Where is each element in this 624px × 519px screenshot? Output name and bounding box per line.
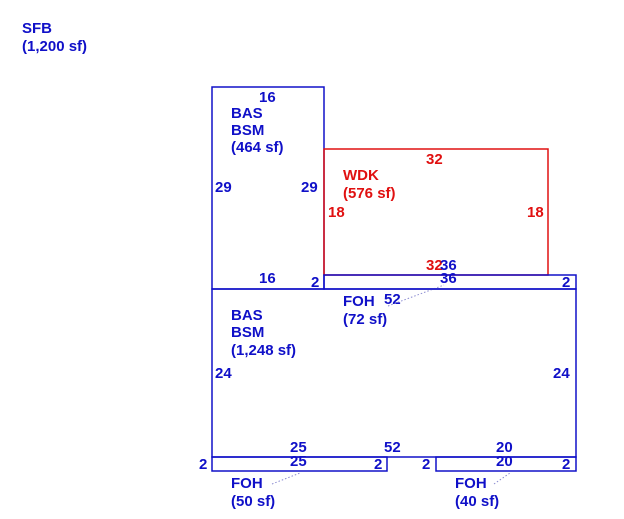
summary-label: SFB (1,200 sf)	[22, 20, 87, 55]
dim-wdk-right: 18	[527, 204, 544, 221]
wdk-label: WDK (576 sf)	[343, 167, 396, 202]
dim-main-bottom-left: 25	[290, 439, 307, 456]
foh-right-area: (40 sf)	[455, 493, 499, 510]
foh-left-outline	[211, 456, 388, 472]
dim-foh-left-left: 2	[199, 456, 207, 473]
foh-left-code: FOH	[231, 475, 263, 492]
dim-foh-right-right: 2	[562, 456, 570, 473]
dim-main-bottom-mid: 52	[384, 439, 401, 456]
dim-foh-top-top: 36	[440, 257, 457, 274]
foh-right-code: FOH	[455, 475, 487, 492]
dim-upper-corner: 2	[311, 274, 319, 291]
dim-upper-top: 16	[259, 89, 276, 106]
foh-right-outline	[435, 456, 577, 472]
main-bas-code: BAS	[231, 307, 263, 324]
foh-top-label: FOH (72 sf)	[343, 293, 387, 328]
dim-main-left: 24	[215, 365, 232, 382]
dim-main-bottom-right: 20	[496, 439, 513, 456]
upper-bsm-code: BSM	[231, 122, 264, 139]
dim-upper-bottom: 16	[259, 270, 276, 287]
summary-code: SFB	[22, 20, 52, 37]
dim-wdk-bottom: 32	[426, 257, 443, 274]
main-bas-label: BAS BSM (1,248 sf)	[231, 307, 296, 359]
summary-area: (1,200 sf)	[22, 38, 87, 55]
dim-foh-left-top: 25	[290, 453, 307, 470]
dim-wdk-left: 18	[328, 204, 345, 221]
main-bas-outline	[211, 288, 577, 458]
upper-bas-area: (464 sf)	[231, 139, 284, 156]
foh-left-leader	[271, 472, 301, 485]
dim-upper-right: 29	[301, 179, 318, 196]
dim-main-right: 24	[553, 365, 570, 382]
dim-foh-top-right: 2	[562, 274, 570, 291]
upper-bas-label: BAS BSM (464 sf)	[231, 105, 284, 156]
foh-right-leader	[493, 472, 511, 485]
main-bsm-code: BSM	[231, 324, 264, 341]
dim-foh-top-len: 52	[384, 291, 401, 308]
dim-upper-left: 29	[215, 179, 232, 196]
foh-right-label: FOH (40 sf)	[455, 475, 499, 510]
dim-foh-right-top: 20	[496, 453, 513, 470]
wdk-area: (576 sf)	[343, 185, 396, 202]
wdk-code: WDK	[343, 167, 379, 184]
dim-foh-top-bottom: 36	[440, 270, 457, 287]
dim-foh-right-left: 2	[422, 456, 430, 473]
upper-bas-code: BAS	[231, 105, 263, 122]
foh-left-area: (50 sf)	[231, 493, 275, 510]
dim-wdk-top: 32	[426, 151, 443, 168]
dim-foh-left-right: 2	[374, 456, 382, 473]
foh-top-area: (72 sf)	[343, 311, 387, 328]
main-bas-area: (1,248 sf)	[231, 342, 296, 359]
foh-top-code: FOH	[343, 293, 375, 310]
foh-left-label: FOH (50 sf)	[231, 475, 275, 510]
